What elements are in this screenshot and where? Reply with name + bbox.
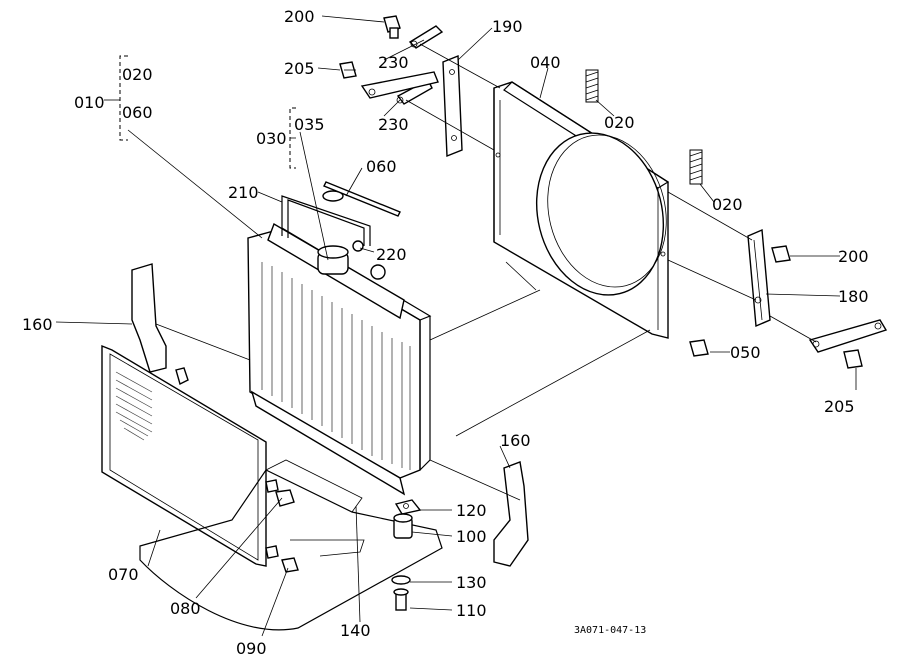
label-060-group: 060 (122, 103, 153, 122)
leader-lines (55, 15, 857, 637)
label-160-right: 160 (500, 431, 531, 450)
label-010: 010 (74, 93, 105, 112)
label-090: 090 (236, 639, 267, 658)
mount-plate (139, 459, 443, 631)
radiator (247, 222, 432, 496)
bracket-205-upper (360, 71, 439, 99)
stay-180 (747, 228, 771, 328)
label-020-group: 020 (122, 65, 153, 84)
label-160-left: 160 (22, 315, 53, 334)
label-230-lower: 230 (378, 115, 409, 134)
bracket-205-right (808, 319, 888, 353)
label-035: 035 (294, 115, 325, 134)
label-070: 070 (108, 565, 139, 584)
foam-pad-upper (585, 69, 599, 103)
label-050: 050 (730, 343, 761, 362)
label-110: 110 (456, 601, 487, 620)
drawing-code: 3A071-047-13 (574, 625, 646, 636)
label-120: 120 (456, 501, 487, 520)
label-040: 040 (530, 53, 561, 72)
fan-shroud (493, 81, 670, 339)
group-bracket-010 (119, 55, 128, 141)
stopper-120 (394, 499, 422, 515)
side-baffle-right (493, 461, 529, 567)
label-080: 080 (170, 599, 201, 618)
gasket-strip (323, 181, 401, 217)
radiator-cap (322, 190, 344, 202)
stay-230-upper (408, 25, 444, 49)
side-baffle-left (131, 263, 167, 373)
label-210: 210 (228, 183, 259, 202)
bolt-205-upper (339, 61, 357, 79)
dust-screen (101, 344, 267, 567)
label-230-upper: 230 (378, 53, 409, 72)
label-220: 220 (376, 245, 407, 264)
label-020-upper: 020 (604, 113, 635, 132)
label-180: 180 (838, 287, 869, 306)
label-205-upper: 205 (284, 59, 315, 78)
bolt-200-right (771, 245, 791, 263)
washer-130 (391, 575, 411, 585)
label-205-right: 205 (824, 397, 855, 416)
bolt-090 (281, 557, 299, 573)
drain-cock (352, 240, 364, 252)
label-020-right: 020 (712, 195, 743, 214)
part-labels: 200 190 205 230 230 040 020 020 020 010 … (22, 7, 869, 658)
overflow-hose (281, 195, 371, 246)
label-190: 190 (492, 17, 523, 36)
foam-pad-right (689, 149, 703, 185)
bolt-110 (393, 588, 409, 611)
stay-190 (442, 54, 463, 158)
bolt-050 (689, 339, 709, 357)
bolt-200-upper (383, 15, 401, 39)
bolt-205-right (843, 349, 863, 369)
bolt-080 (275, 489, 295, 507)
cushion-100 (393, 513, 413, 539)
label-100: 100 (456, 527, 487, 546)
label-200-right: 200 (838, 247, 869, 266)
label-030: 030 (256, 129, 287, 148)
clip-left (265, 479, 279, 559)
label-140: 140 (340, 621, 371, 640)
label-060: 060 (366, 157, 397, 176)
label-130: 130 (456, 573, 487, 592)
label-200-upper: 200 (284, 7, 315, 26)
